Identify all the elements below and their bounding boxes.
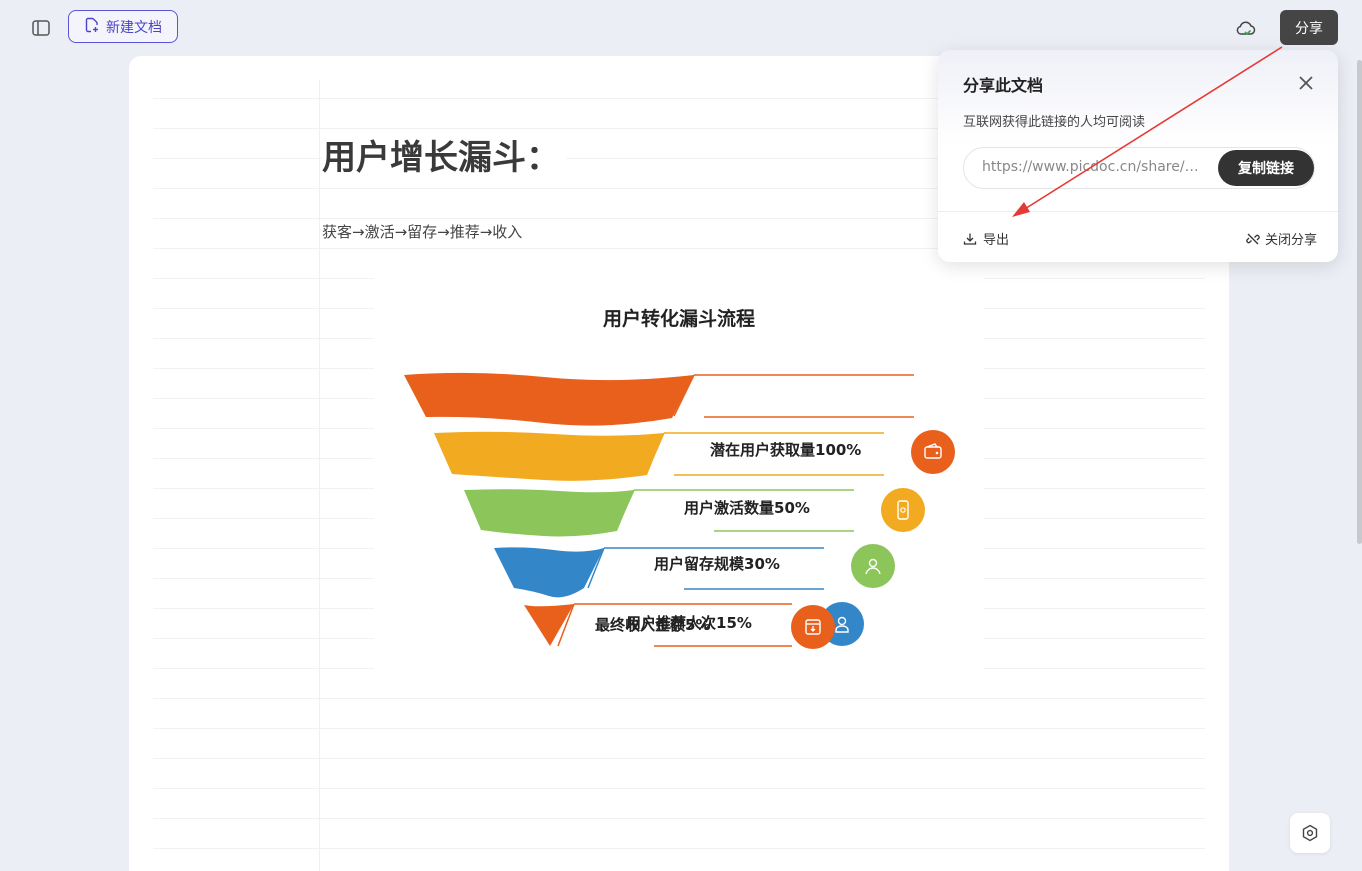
connector-line (557, 603, 575, 647)
funnel-stage-label: 用户推荐人次15% (626, 614, 752, 632)
page-rule (153, 98, 1205, 99)
page-rule (153, 698, 1205, 699)
funnel-infographic[interactable]: 用户转化漏斗流程 潜 (374, 278, 984, 678)
connector-line (587, 547, 605, 589)
calendar-icon (791, 605, 835, 649)
infographic-title: 用户转化漏斗流程 (602, 308, 755, 330)
new-document-icon (84, 17, 100, 37)
share-panel-description: 互联网获得此链接的人均可阅读 (963, 115, 1146, 130)
page-rule (153, 788, 1205, 789)
funnel-stage-label: 用户激活数量50% (684, 499, 810, 517)
page-rule (153, 128, 1205, 129)
funnel-layer (404, 372, 694, 426)
download-icon (963, 233, 977, 245)
page-rule (153, 218, 1205, 219)
wallet-icon (911, 430, 955, 474)
funnel-stage-label: 用户留存规模30% (654, 555, 780, 573)
page-rule (153, 248, 1205, 249)
phone-icon (881, 488, 925, 532)
share-button[interactable]: 分享 (1280, 10, 1338, 45)
page-scrollbar[interactable] (1357, 60, 1362, 544)
close-share-label: 关闭分享 (1265, 233, 1318, 248)
connector-line (673, 374, 695, 417)
connector-line (645, 432, 665, 475)
unlink-icon (1246, 233, 1260, 244)
close-icon[interactable] (1296, 73, 1316, 93)
page-rule (153, 818, 1205, 819)
share-panel-title: 分享此文档 (963, 76, 1044, 95)
user-icon (851, 544, 895, 588)
panel-divider (938, 211, 1338, 212)
funnel-layer (464, 489, 634, 537)
hexagon-settings-icon (1302, 824, 1318, 842)
funnel-stage-label: 潜在用户获取量100% (710, 441, 862, 459)
page-rule (153, 758, 1205, 759)
page-rule (153, 158, 1205, 159)
new-document-button[interactable]: 新建文档 (68, 10, 178, 43)
page-rule (153, 728, 1205, 729)
export-button[interactable]: 导出 (963, 229, 1009, 248)
page-rule (153, 848, 1205, 849)
page-margin-line (319, 80, 320, 871)
settings-button[interactable] (1290, 813, 1330, 853)
share-link-box: 复制链接 (963, 147, 1315, 189)
close-share-button[interactable]: 关闭分享 (1246, 229, 1317, 248)
page-rule (153, 188, 1205, 189)
funnel-graphic (404, 372, 914, 647)
funnel-layer (434, 431, 664, 481)
sidebar-toggle-icon[interactable] (30, 17, 52, 39)
share-link-input[interactable] (980, 158, 1204, 176)
new-document-label: 新建文档 (106, 19, 162, 36)
export-label: 导出 (983, 233, 1010, 248)
copy-link-button[interactable]: 复制链接 (1218, 150, 1314, 186)
connector-line (615, 489, 635, 531)
cloud-sync-icon[interactable] (1234, 16, 1258, 40)
funnel-layer (494, 547, 604, 598)
top-bar: 新建文档 分享 (0, 0, 1362, 56)
document-subtitle[interactable]: 获客→激活→留存→推荐→收入 (322, 220, 527, 244)
share-panel: 分享此文档 互联网获得此链接的人均可阅读 复制链接 导出 关闭分享 (938, 50, 1338, 262)
funnel-layer (524, 604, 574, 646)
document-title[interactable]: 用户增长漏斗： (322, 134, 566, 182)
funnel-stage-label: 最终收入金额5% (595, 616, 711, 634)
